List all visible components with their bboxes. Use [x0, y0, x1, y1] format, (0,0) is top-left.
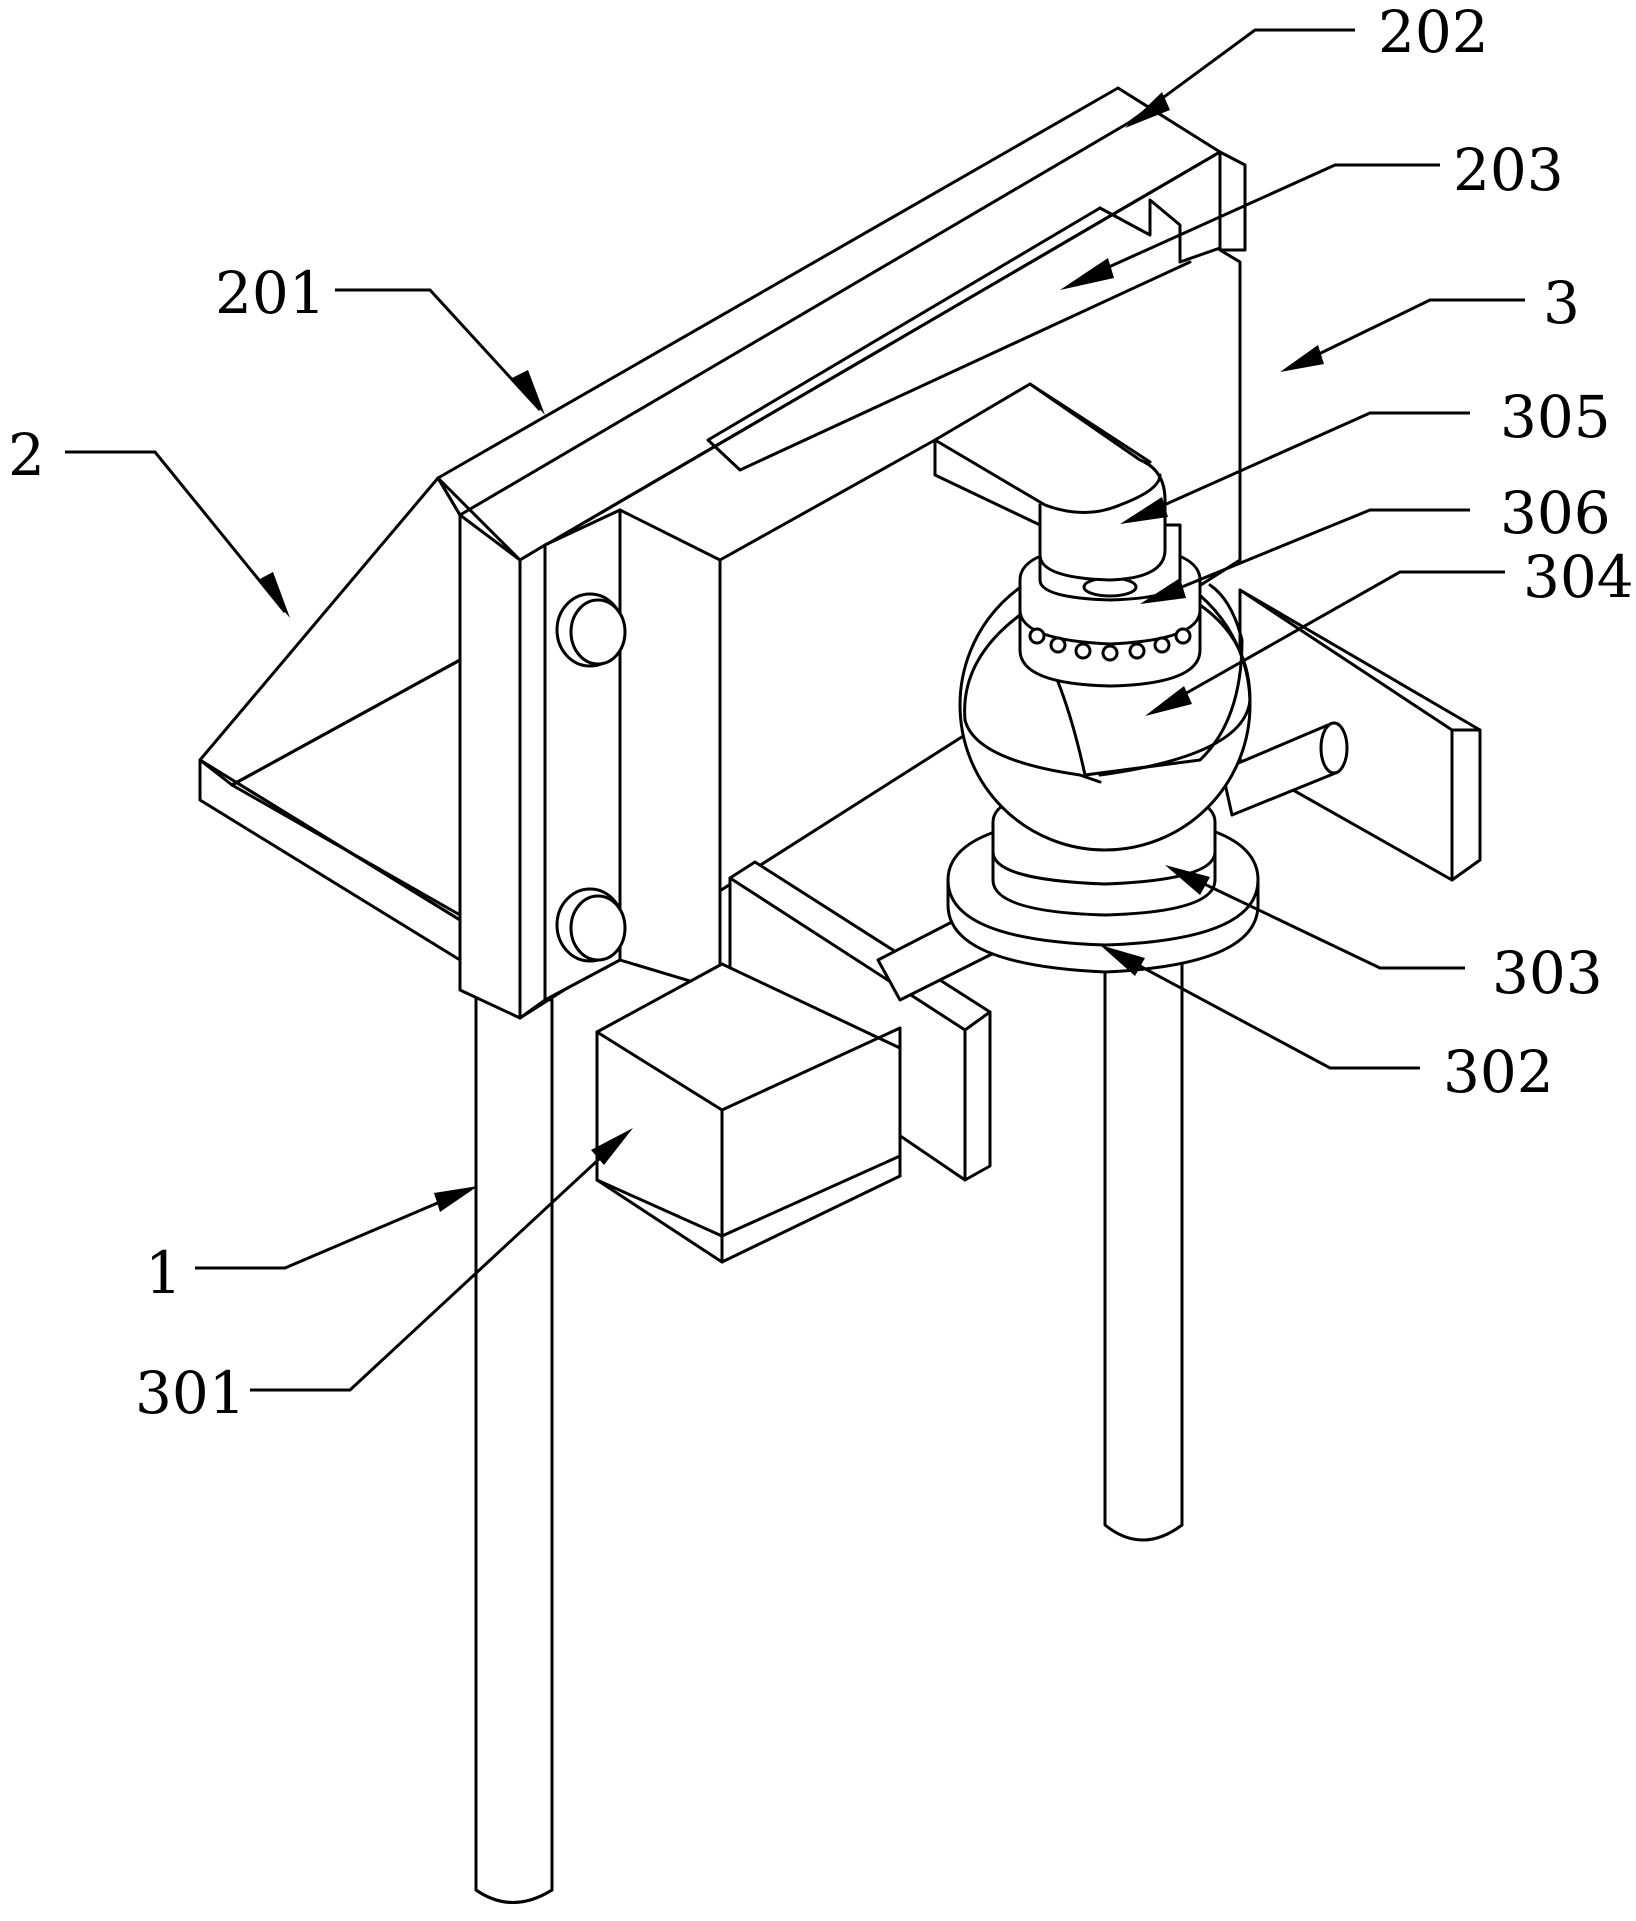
left-post — [474, 988, 554, 1904]
label-301: 301 — [135, 1359, 246, 1427]
label-302: 302 — [1443, 1038, 1554, 1106]
label-305: 305 — [1500, 383, 1611, 451]
leader-203 — [1060, 163, 1440, 290]
label-203: 203 — [1453, 136, 1564, 204]
leader-302 — [1100, 945, 1420, 1070]
leader-2 — [65, 450, 290, 618]
leader-306 — [1140, 508, 1470, 604]
side-arm — [1238, 588, 1482, 882]
horizontal-pin — [1220, 721, 1349, 817]
upper-bolt-icon — [555, 592, 627, 668]
label-201: 201 — [215, 259, 326, 327]
leader-201 — [335, 288, 545, 415]
label-303: 303 — [1492, 939, 1603, 1007]
leader-304 — [1145, 570, 1505, 716]
triangle-bracket — [198, 476, 462, 962]
leader-202 — [1125, 28, 1355, 128]
leader-305 — [1120, 411, 1470, 524]
lower-bolt-icon — [555, 887, 627, 963]
label-202: 202 — [1378, 0, 1489, 66]
leader-3 — [1280, 298, 1525, 372]
leader-1 — [195, 1186, 478, 1270]
bearing-balls — [1028, 627, 1192, 662]
label-304: 304 — [1523, 543, 1634, 611]
right-post — [1103, 958, 1184, 1542]
label-3: 3 — [1543, 269, 1580, 337]
leader-301 — [250, 1128, 633, 1392]
label-2: 2 — [8, 421, 45, 489]
upper-arm — [933, 382, 1167, 582]
motor-box — [595, 962, 902, 1264]
leader-303 — [1165, 865, 1465, 970]
label-306: 306 — [1500, 479, 1611, 547]
label-1: 1 — [145, 1239, 182, 1307]
